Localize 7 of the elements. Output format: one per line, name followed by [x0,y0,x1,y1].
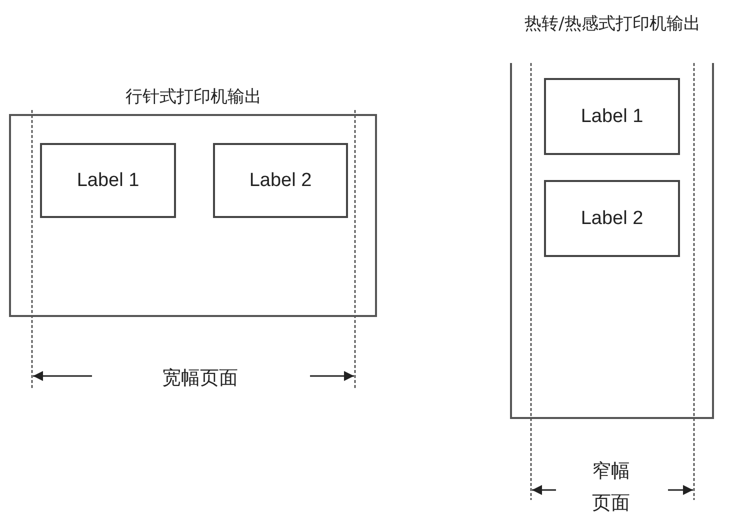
heading: 热转/热感式打印机输出 [524,13,702,35]
label-box: Label 2 [544,180,680,257]
label-box: Label 2 [213,143,348,218]
paper-sheet [10,85,377,317]
heading: 行针式打印机输出 [124,86,262,108]
label-box: Label 1 [544,78,680,155]
label-box: Label 1 [40,143,176,218]
